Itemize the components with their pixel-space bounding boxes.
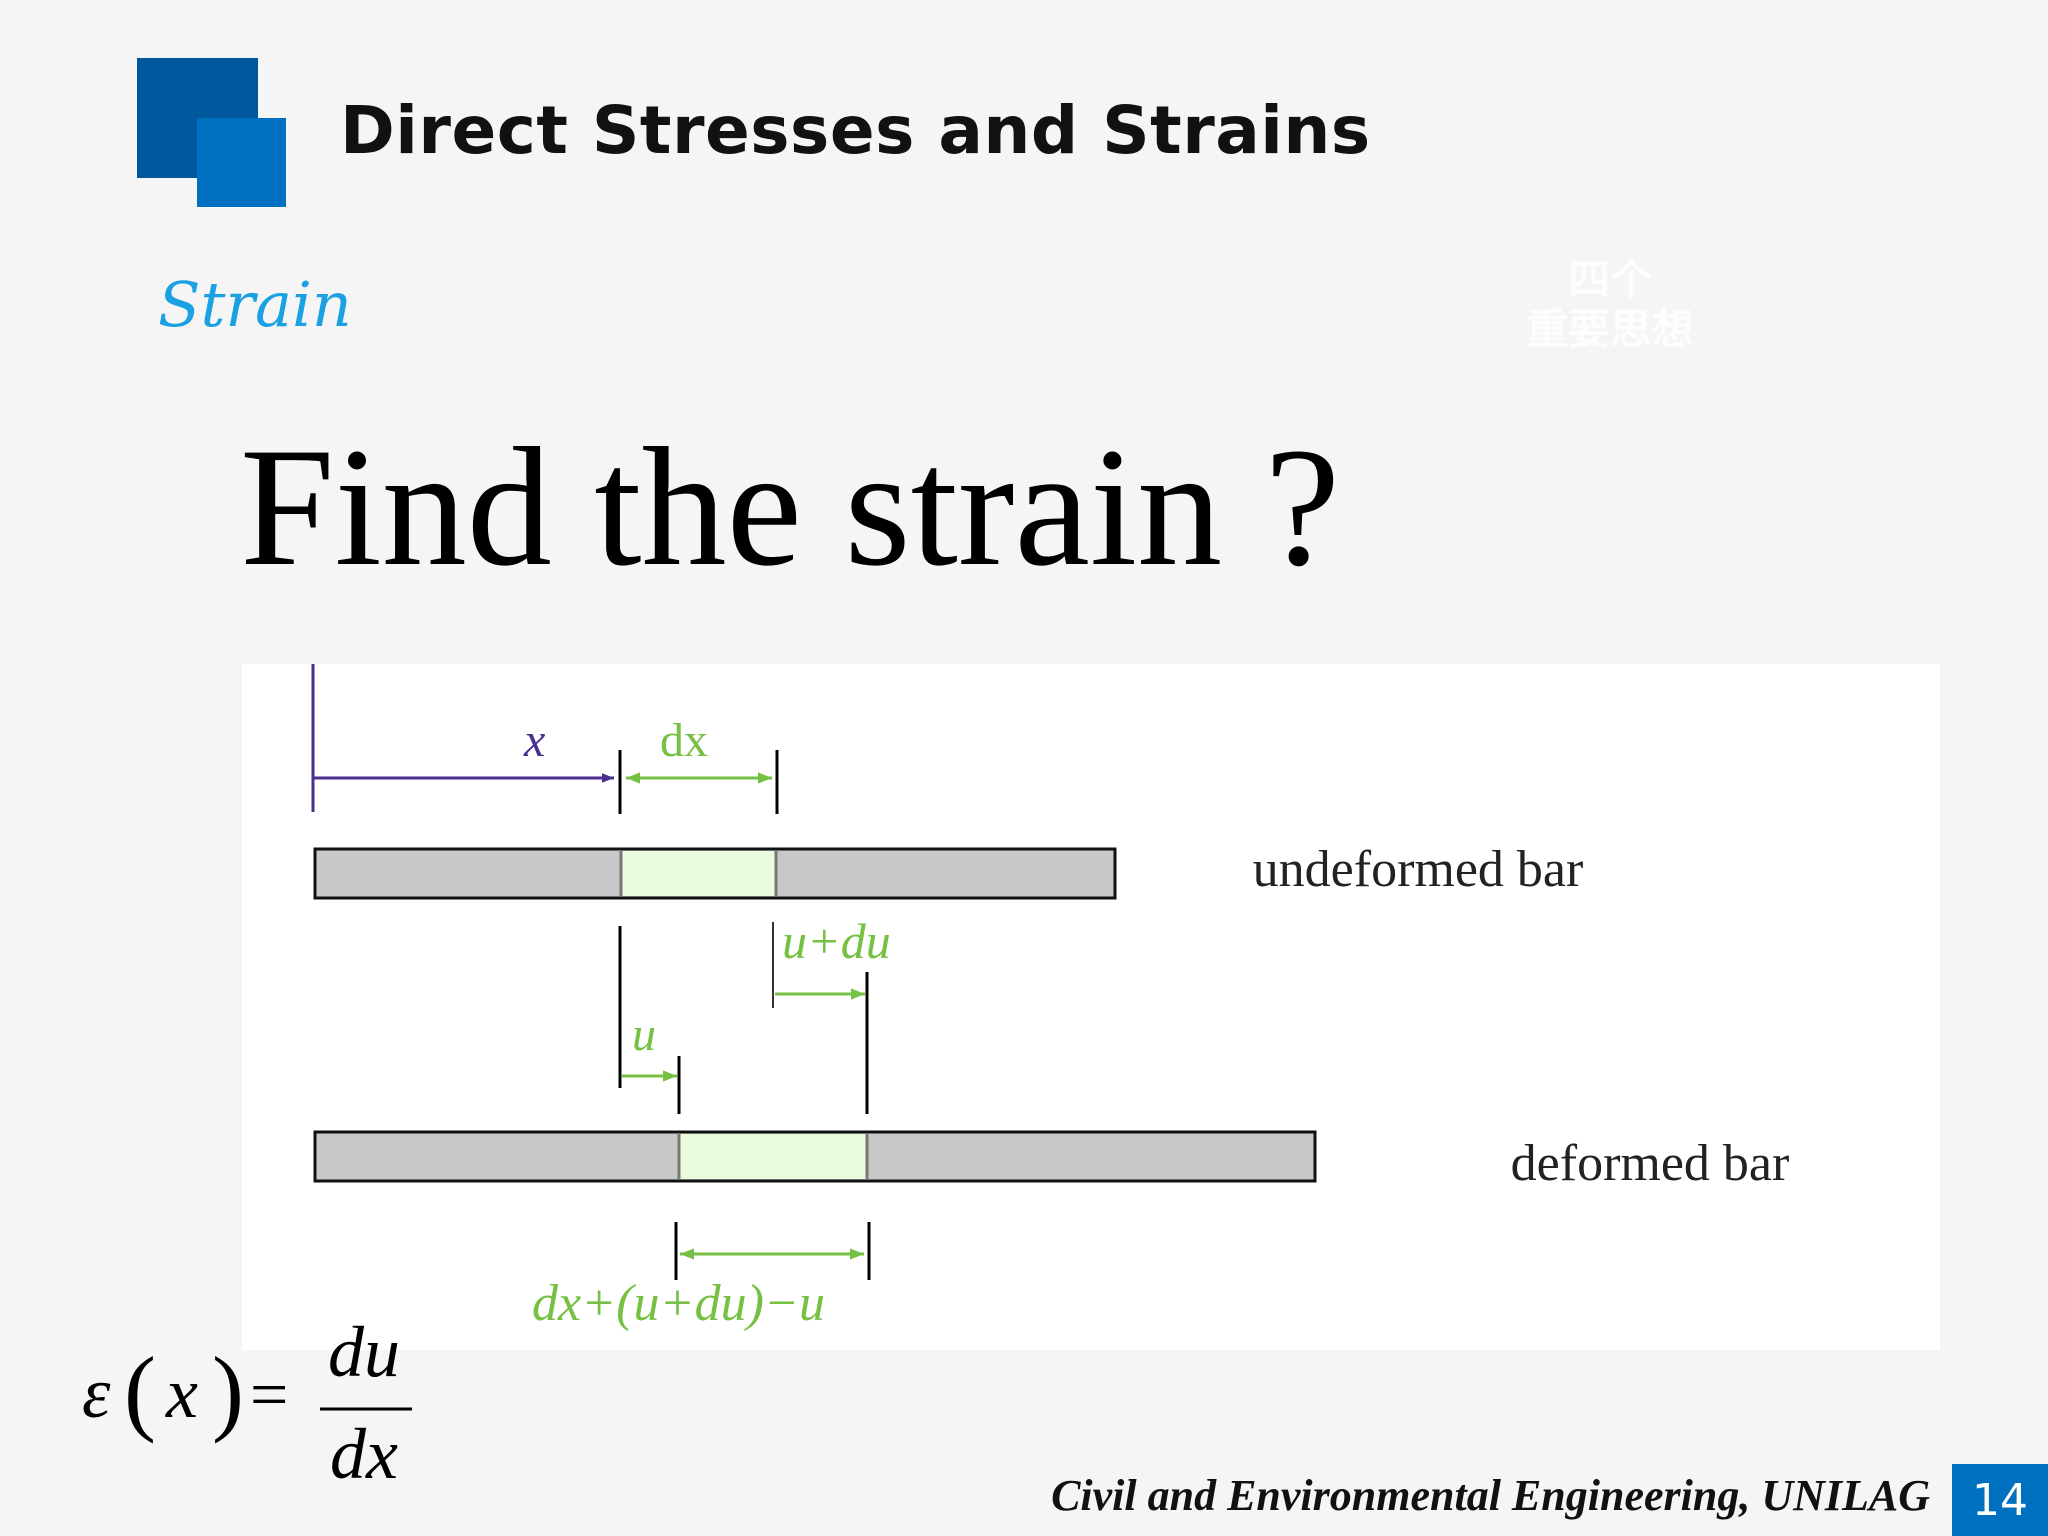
label-deformed-length: dx+(u+du)−u [532,1275,825,1332]
page-number: 14 [1952,1464,2048,1536]
formula-epsilon: ε [82,1353,111,1433]
label-dx: dx [660,714,708,767]
formula-x: x [165,1353,198,1433]
watermark-line-1: 四个 [1567,255,1652,304]
formula-equals: = [250,1356,288,1432]
formula-close-paren: ) [212,1337,244,1444]
deformed-element [679,1134,867,1179]
label-u-plus-du: u+du [782,913,891,969]
watermark: 四个 重要思想 [1500,255,1720,355]
formula-svg: ε ( x ) = du dx [82,1312,412,1494]
label-x: x [523,714,545,767]
watermark-line-2: 重要思想 [1525,305,1694,354]
label-undeformed-bar: undeformed bar [1253,841,1584,898]
bar-deformation-figure: x dx undeformed bar u u+du deformed bar [242,664,1940,1350]
undeformed-element [621,851,776,896]
figure-svg: x dx undeformed bar u u+du deformed bar [311,664,1790,1332]
formula-denominator: dx [330,1414,398,1494]
section-heading: Strain [158,268,352,341]
label-u: u [632,1008,656,1061]
logo-square-light [197,118,286,207]
label-deformed-bar: deformed bar [1511,1135,1790,1192]
headline: Find the strain ? [240,413,1341,601]
strain-formula: ε ( x ) = du dx [80,1310,420,1510]
formula-numerator: du [328,1312,400,1392]
footer-institution: Civil and Environmental Engineering, UNI… [1051,1471,1930,1520]
formula-open-paren: ( [124,1337,156,1444]
slide-title: Direct Stresses and Strains [340,92,1371,169]
